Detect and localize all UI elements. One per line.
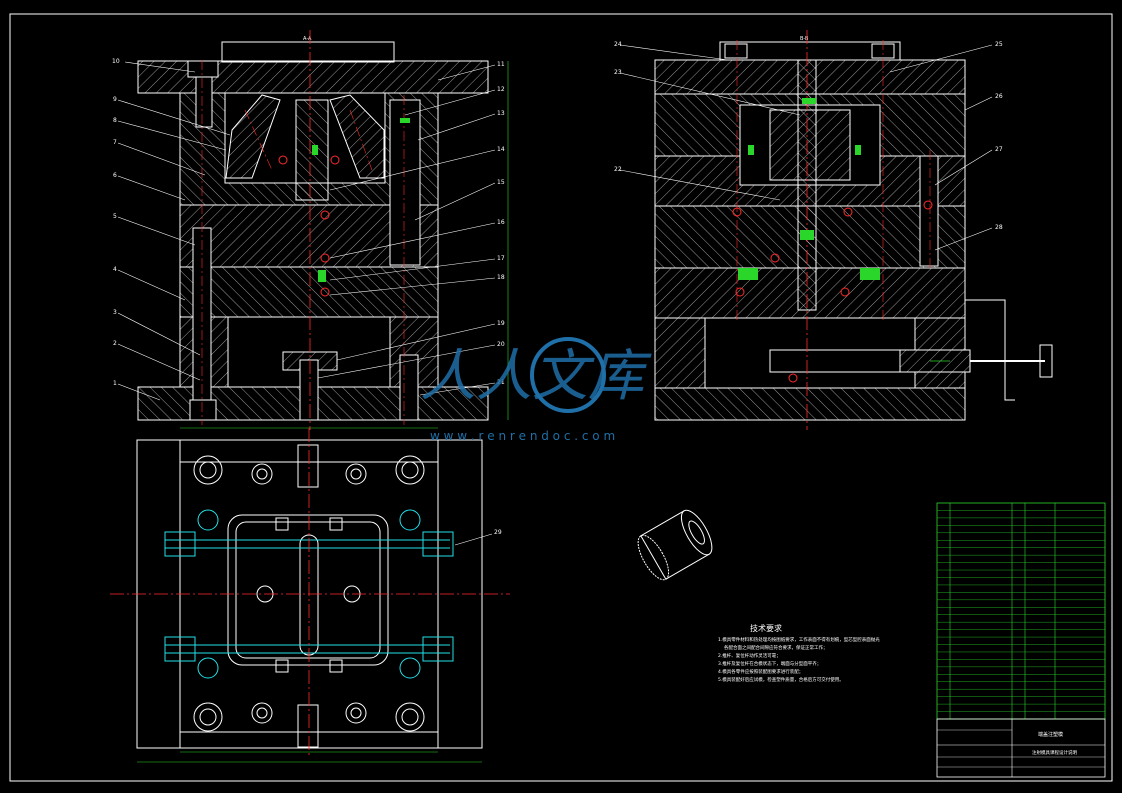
callout-3: 3 — [113, 309, 117, 316]
tech-line-1: 1.模具零件材料和热处理均按图纸要求，工作表面不得有划痕，型芯型腔表面抛光 — [718, 636, 880, 643]
callout-28: 28 — [995, 224, 1003, 231]
callout-18: 18 — [497, 274, 505, 281]
callout-2: 2 — [113, 340, 117, 347]
callout-1: 1 — [113, 380, 117, 387]
callout-17: 17 — [497, 255, 505, 262]
callout-24: 24 — [614, 41, 622, 48]
callout-22: 22 — [614, 166, 622, 173]
callout-4: 4 — [113, 266, 117, 273]
section-b-view: B-B — [614, 30, 1053, 430]
section-a-view: A-A — [112, 30, 509, 430]
callout-21: 21 — [497, 379, 505, 386]
callout-13: 13 — [497, 110, 505, 117]
part-sketch — [637, 509, 713, 581]
callout-6: 6 — [113, 172, 117, 179]
plan-view: 29 — [110, 428, 510, 763]
callout-12: 12 — [497, 86, 505, 93]
tech-line-3: 2.推杆、复位杆动作灵活可靠； — [718, 652, 781, 659]
callout-23: 23 — [614, 69, 622, 76]
callout-7: 7 — [113, 139, 117, 146]
title-block: 端盖注塑模 注射模具课程设计说明 — [936, 718, 1106, 778]
callout-11: 11 — [497, 61, 505, 68]
tech-line-6: 5.模具装配好后应试模，检查塑件质量，合格后方可交付使用。 — [718, 676, 844, 683]
callout-25: 25 — [995, 41, 1003, 48]
callout-14: 14 — [497, 146, 505, 153]
tech-line-2: 各配合面之间配合间隙应符合要求，保证正常工作； — [724, 644, 828, 651]
callout-8: 8 — [113, 117, 117, 124]
callout-9: 9 — [113, 96, 117, 103]
tech-requirements: 技术要求 1.模具零件材料和热处理均按图纸要求，工作表面不得有划痕，型芯型腔表面… — [718, 623, 880, 683]
callout-27: 27 — [995, 146, 1003, 153]
callout-29: 29 — [494, 529, 502, 536]
callout-10: 10 — [112, 58, 120, 65]
tech-title: 技术要求 — [750, 623, 782, 633]
tech-line-5: 4.模具各零件应按照装配图要求进行装配； — [718, 668, 803, 675]
section-b-label: B-B — [800, 36, 809, 42]
callout-16: 16 — [497, 219, 505, 226]
callout-15: 15 — [497, 179, 505, 186]
title-block-title: 端盖注塑模 — [1038, 731, 1063, 738]
tech-line-4: 3.推杆及复位杆在合模状态下，端面与分型面平齐； — [718, 660, 821, 667]
title-block-school: 注射模具课程设计说明 — [1032, 749, 1077, 756]
callout-20: 20 — [497, 341, 505, 348]
parts-list — [936, 502, 1106, 720]
section-a-label: A-A — [303, 36, 312, 42]
callout-26: 26 — [995, 93, 1003, 100]
callout-19: 19 — [497, 320, 505, 327]
callout-5: 5 — [113, 213, 117, 220]
sheet-border — [9, 13, 1113, 782]
